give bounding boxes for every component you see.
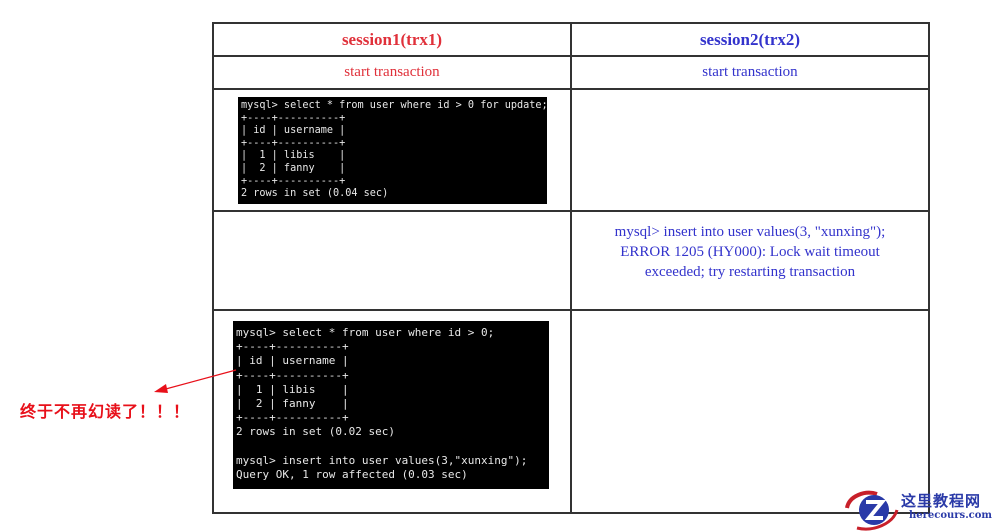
table-border-left — [212, 22, 214, 514]
watermark-title: 这里教程网 — [901, 492, 982, 510]
session1-terminal-select-insert: mysql> select * from user where id > 0; … — [233, 321, 549, 489]
column-header-session2: session2(trx2) — [699, 29, 801, 49]
watermark-domain: herecours.com — [909, 510, 992, 521]
session2-insert-error: mysql> insert into user values(3, "xunxi… — [614, 224, 886, 280]
column-header-session1: session1(trx1) — [341, 29, 443, 49]
annotation-no-phantom-read: 终于不再幻读了！！！ — [20, 402, 191, 421]
session1-terminal-select-for-update: mysql> select * from user where id > 0 f… — [238, 97, 547, 204]
table-border-right — [928, 22, 930, 514]
column-divider — [570, 22, 572, 514]
session1-start-transaction: start transaction — [344, 64, 440, 80]
session2-start-transaction: start transaction — [702, 64, 798, 80]
arrow-icon — [154, 369, 237, 393]
logo-z-icon — [845, 490, 899, 531]
watermark-logo: 这里教程网 herecours.com — [843, 488, 992, 531]
